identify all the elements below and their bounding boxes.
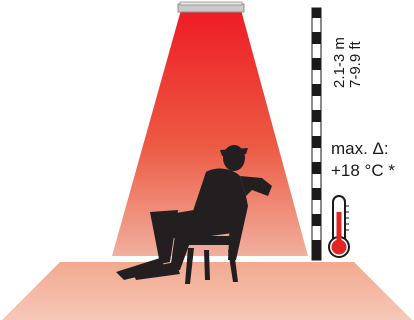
thermometer-icon	[329, 196, 349, 257]
height-label-metric: 2.1-3 m	[332, 37, 347, 88]
infrared-heater-icon	[178, 2, 244, 12]
height-measuring-pole	[312, 8, 321, 260]
height-label-imperial: 7-9.9 ft	[348, 41, 363, 88]
temperature-delta-title: max. Δ:	[331, 140, 389, 157]
temperature-delta-value: +18 °C *	[331, 162, 395, 179]
